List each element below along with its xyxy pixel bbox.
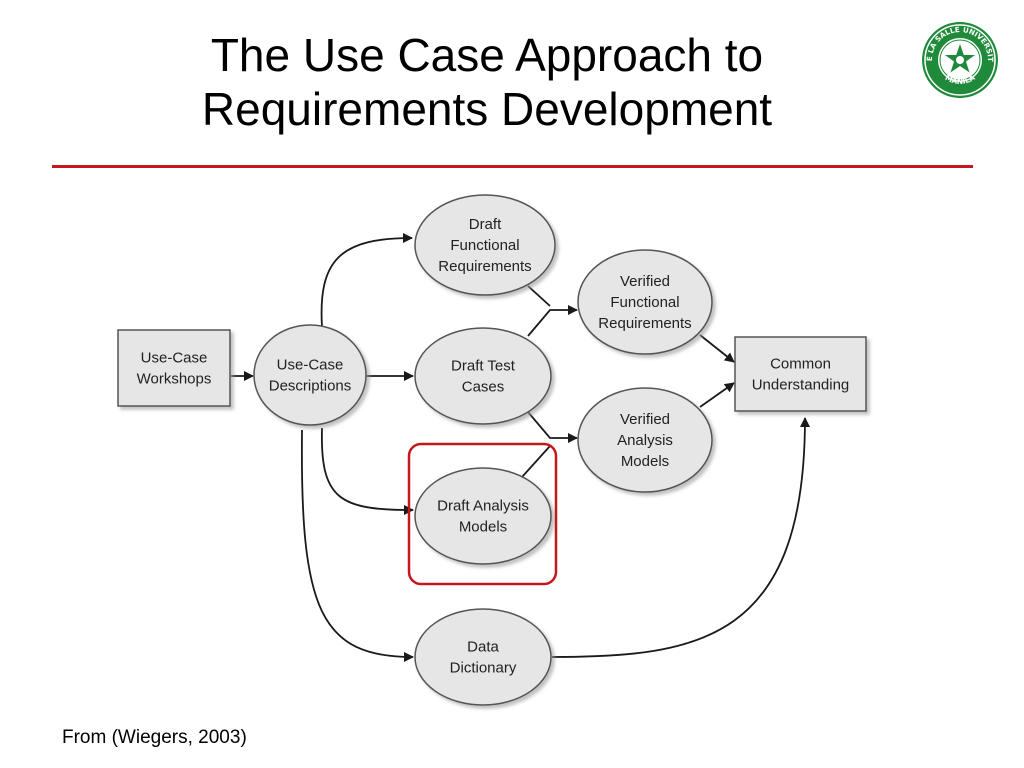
node-label-data-dictionary-1: Data (467, 639, 499, 656)
edge-verified-functional-to-common-understanding (699, 334, 735, 363)
title-line-2: Requirements Development (201, 83, 773, 135)
node-label-usecase-descriptions-2: Descriptions (269, 378, 352, 395)
highlight-box (407, 442, 558, 586)
node-shape-data-dictionary (414, 608, 552, 706)
node-label-draft-functional-1: Draft (469, 216, 502, 233)
node-label-verified-functional-2: Functional (610, 294, 679, 311)
edge-usecase-descriptions-to-data-dictionary (300, 429, 414, 662)
svg-text:MANILA: MANILA (944, 73, 977, 86)
node-label-usecase-workshops-2: Workshops (137, 371, 212, 388)
node-label-draft-functional-3: Requirements (438, 258, 531, 275)
node-label-verified-functional-3: Requirements (598, 315, 691, 332)
edge-draft-test-to-verified-analysis (527, 411, 578, 443)
node-label-draft-test-2: Cases (462, 379, 505, 396)
node-shape-verified-functional (577, 249, 713, 355)
title-divider (52, 165, 973, 168)
node-shape-draft-analysis (414, 467, 552, 565)
edge-draft-analysis-to-verified-analysis (521, 445, 551, 478)
seal-text-bottom: MANILA (944, 73, 977, 86)
title-line-1: The Use Case Approach to (210, 29, 764, 81)
edge-usecase-descriptions-to-draft-analysis (321, 427, 414, 515)
university-seal-icon: DE LA SALLE UNIVERSITY MANILA (920, 20, 998, 98)
node-label-usecase-descriptions-1: Use-Case (277, 357, 344, 374)
edge-data-dictionary-to-common-understanding (551, 417, 810, 658)
node-label-verified-functional-1: Verified (620, 273, 670, 290)
node-label-common-understanding-2: Understanding (752, 377, 850, 394)
edge-draft-test-to-verified-functional (527, 305, 578, 337)
edge-usecase-descriptions-to-draft-functional (320, 233, 413, 328)
node-label-verified-analysis-1: Verified (620, 411, 670, 428)
nodes-layer: Use-CaseWorkshopsUse-CaseDescriptionsDra… (117, 194, 867, 706)
slide-title: The Use Case Approach to Requirements De… (0, 28, 974, 136)
node-shape-usecase-workshops (117, 329, 231, 407)
edges-layer (231, 233, 810, 662)
node-shape-usecase-descriptions (253, 324, 367, 426)
node-label-common-understanding-1: Common (770, 356, 831, 373)
node-label-verified-analysis-2: Analysis (617, 432, 673, 449)
node-shape-verified-analysis (577, 387, 713, 493)
node-label-usecase-workshops-1: Use-Case (141, 350, 208, 367)
node-label-draft-analysis-2: Models (459, 519, 507, 536)
node-shape-draft-functional (414, 194, 556, 296)
source-caption: From (Wiegers, 2003) (62, 727, 247, 748)
node-label-draft-test-1: Draft Test (451, 358, 516, 375)
edge-draft-functional-to-verified-functional (527, 285, 551, 307)
node-label-draft-functional-2: Functional (450, 237, 519, 254)
node-label-verified-analysis-3: Models (621, 453, 669, 470)
node-label-data-dictionary-2: Dictionary (450, 660, 517, 677)
edge-verified-analysis-to-common-understanding (699, 382, 735, 408)
node-label-draft-analysis-1: Draft Analysis (437, 498, 529, 515)
node-shape-common-understanding (734, 336, 867, 412)
node-shape-draft-test (414, 327, 552, 425)
